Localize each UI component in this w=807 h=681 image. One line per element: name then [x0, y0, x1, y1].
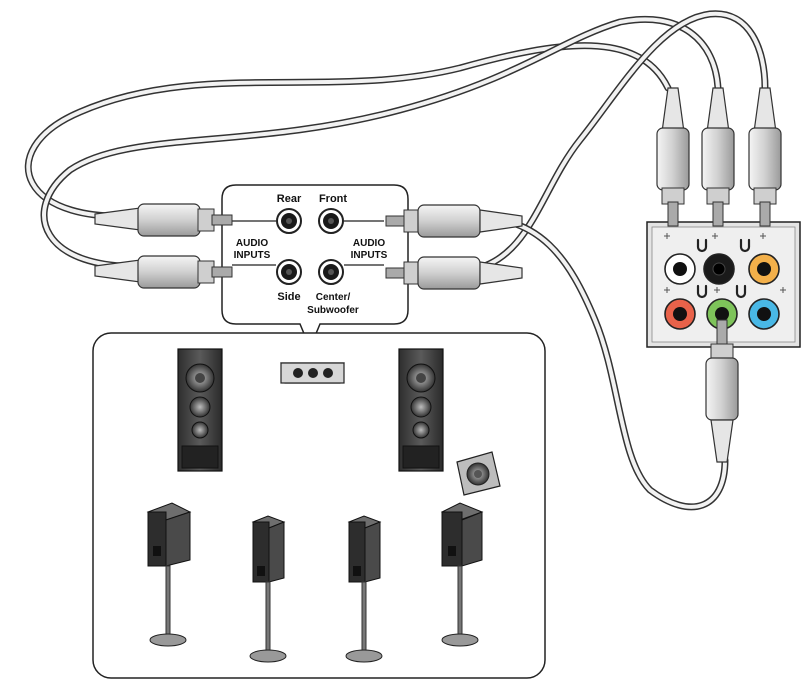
plug-panel-middle	[701, 87, 735, 227]
tower-speaker-right	[398, 348, 444, 472]
splitter-thumbnail	[280, 362, 345, 384]
plug-left-top	[94, 203, 233, 237]
jack-orange[interactable]	[748, 253, 780, 285]
label-center: Center/	[316, 292, 351, 303]
splitter-guide-lines	[232, 220, 384, 266]
cable-side	[40, 15, 722, 270]
jack-rear[interactable]	[276, 208, 302, 234]
speakers-box	[92, 332, 546, 679]
plug-panel-bottom	[705, 319, 739, 463]
plug-left-bottom	[94, 255, 233, 289]
jack-green[interactable]	[706, 298, 738, 330]
jack-front[interactable]	[318, 208, 344, 234]
plug-right-bottom	[385, 256, 523, 290]
label-side: Side	[277, 291, 300, 303]
plug-panel-right	[748, 87, 782, 227]
jack-black[interactable]	[703, 253, 735, 285]
label-rear: Rear	[277, 193, 302, 205]
label-audio-inputs-left-2: INPUTS	[234, 250, 271, 261]
subwoofer-speaker	[456, 451, 501, 496]
cable-rear	[24, 42, 672, 220]
satellite-speaker-3	[345, 515, 383, 663]
jack-blue[interactable]	[748, 298, 780, 330]
jack-line-in-white[interactable]	[664, 253, 696, 285]
panel-plugs	[656, 87, 782, 463]
plug-panel-left	[656, 87, 690, 227]
label-audio-inputs-right-1: AUDIO	[353, 238, 385, 249]
panel-icons	[696, 238, 751, 299]
label-audio-inputs-right-2: INPUTS	[351, 250, 388, 261]
label-front: Front	[319, 193, 347, 205]
plug-right-top	[385, 204, 523, 238]
jack-red[interactable]	[664, 298, 696, 330]
splitter-plugs	[94, 203, 523, 290]
label-subwoofer: Subwoofer	[307, 305, 359, 316]
panel-small-glyphs	[664, 233, 786, 293]
jack-center-subwoofer[interactable]	[318, 259, 344, 285]
label-audio-inputs-left-1: AUDIO	[236, 238, 268, 249]
satellite-speaker-2	[249, 515, 287, 663]
satellite-speaker-1	[146, 502, 192, 647]
jack-side[interactable]	[276, 259, 302, 285]
splitter-callout: Rear Front Side Center/ Subwoofer AUDIO …	[221, 184, 409, 350]
satellite-speaker-4	[440, 502, 484, 647]
cable-center	[466, 10, 769, 274]
tower-speaker-left	[177, 348, 223, 472]
cables	[24, 10, 769, 511]
cable-front	[466, 214, 729, 511]
